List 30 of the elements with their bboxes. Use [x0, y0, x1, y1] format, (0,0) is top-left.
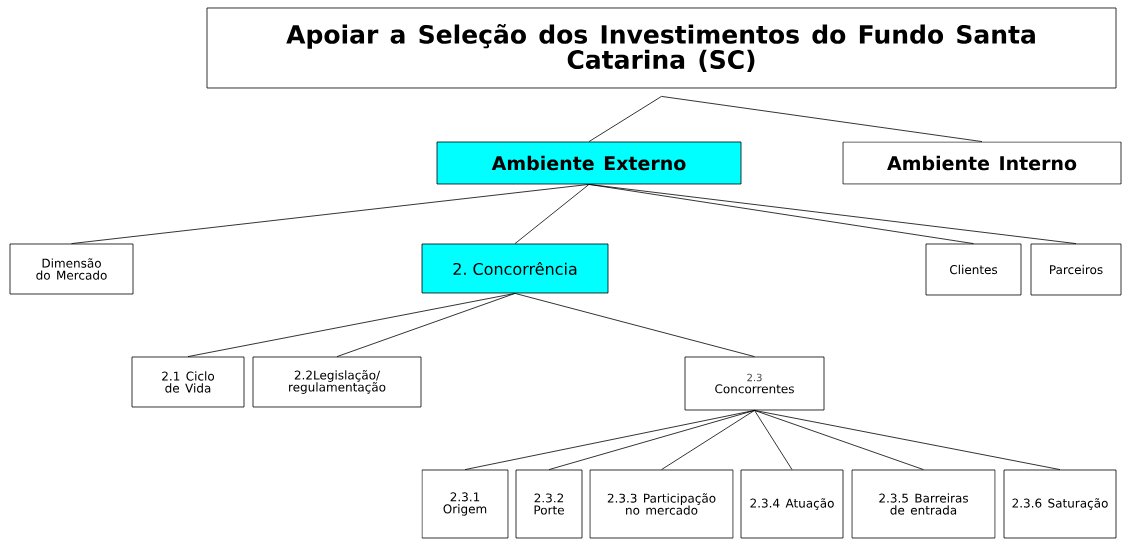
connector-line [187, 293, 516, 357]
detail-box: 2.3.3 Participação no mercado [589, 469, 734, 539]
subtopic-box: 2.2Legislação/ regulamentação [252, 356, 422, 408]
connector-line [661, 410, 755, 470]
topic-box: Parceiros [1030, 243, 1122, 296]
connector-line [754, 410, 1061, 470]
connector-line [336, 293, 516, 357]
topic-box: Clientes [925, 243, 1022, 296]
detail-box: 2.3.2 Porte [515, 469, 583, 539]
topic-box: Dimensão do Mercado [9, 243, 134, 295]
detail-box: 2.3.1 Origem [421, 469, 509, 539]
topic-box: 2. Concorrência [421, 243, 609, 294]
connector-line [464, 410, 755, 470]
connector-line [588, 96, 662, 142]
connector-line [548, 410, 755, 470]
category-box: Ambiente Externo [436, 141, 742, 185]
detail-box: 2.3.5 Barreiras de entrada [851, 469, 996, 539]
connector-line [588, 184, 1077, 244]
detail-box: 2.3.6 Saturação [1003, 469, 1117, 539]
subtopic-box: 2.3 Concorrentes [684, 356, 825, 411]
connector-line [71, 184, 590, 244]
detail-box: 2.3.4 Atuação [740, 469, 844, 539]
subtopic-box: 2.1 Ciclo de Vida [131, 356, 245, 408]
connector-line [661, 96, 983, 142]
connector-line [514, 293, 755, 357]
title-box: Apoiar a Seleção dos Investimentos do Fundo Santa Catarina (SC) [206, 7, 1117, 89]
connector-line [514, 184, 590, 244]
category-box: Ambiente Interno [842, 141, 1122, 185]
connector-line [754, 410, 793, 470]
connector-line [754, 410, 924, 470]
